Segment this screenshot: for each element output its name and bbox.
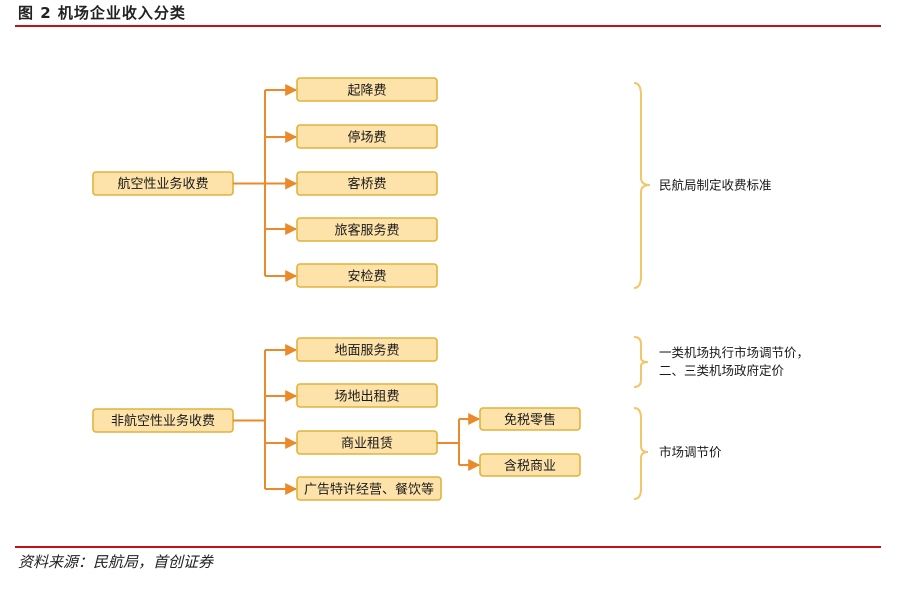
aero-item-label: 起降费	[347, 84, 386, 99]
nonaero-top-brace	[633, 336, 649, 388]
commercial-sub-box	[479, 453, 581, 477]
nonaero-root-label: 非航空性业务收费	[111, 413, 215, 429]
bottom-rule	[15, 546, 881, 548]
aero-brace	[633, 82, 651, 289]
aero-item-box	[296, 124, 438, 149]
aero-item-box	[296, 77, 438, 102]
nonaero-item-label: 地面服务费	[334, 343, 399, 359]
commercial-sub-label: 含税商业	[504, 458, 556, 474]
nonaero-bottom-note: 市场调节价	[659, 445, 722, 460]
nonaero-group: 非航空性业务收费 地面服务费 场地出租费 商业租赁 广告特许经营、餐饮等 免税零…	[92, 336, 809, 501]
nonaero-bottom-brace	[633, 407, 649, 500]
aero-item-box	[296, 263, 438, 288]
aero-item-label: 客桥费	[347, 176, 386, 192]
nonaero-item-box	[296, 476, 442, 501]
nonaero-item-label: 场地出租费	[334, 390, 399, 405]
nonaero-top-note-line2: 二、三类机场政府定价	[659, 363, 785, 378]
nonaero-item-box	[296, 337, 438, 362]
commercial-sub-box	[479, 407, 581, 431]
figure-title: 图 2 机场企业收入分类	[18, 4, 186, 22]
aero-group: 航空性业务收费 起降费 停场费 客桥费 旅客服务费 安检费 民航局制定收费标准	[92, 77, 772, 289]
aero-item-box	[296, 171, 438, 196]
source-note: 资料来源：民航局，首创证券	[18, 553, 214, 571]
aero-note: 民航局制定收费标准	[659, 178, 772, 193]
aero-item-box	[296, 217, 438, 242]
aero-item-label: 旅客服务费	[334, 223, 399, 239]
nonaero-item-label: 广告特许经营、餐饮等	[304, 482, 434, 498]
nonaero-item-box	[296, 383, 438, 408]
commercial-sub-label: 免税零售	[504, 412, 556, 428]
nonaero-item-label: 商业租赁	[341, 437, 393, 452]
aero-item-label: 安检费	[347, 270, 386, 285]
nonaero-top-note-line1: 一类机场执行市场调节价，	[659, 345, 809, 360]
top-rule	[15, 25, 881, 27]
aero-item-label: 停场费	[347, 130, 386, 146]
aero-root-label: 航空性业务收费	[117, 176, 208, 192]
